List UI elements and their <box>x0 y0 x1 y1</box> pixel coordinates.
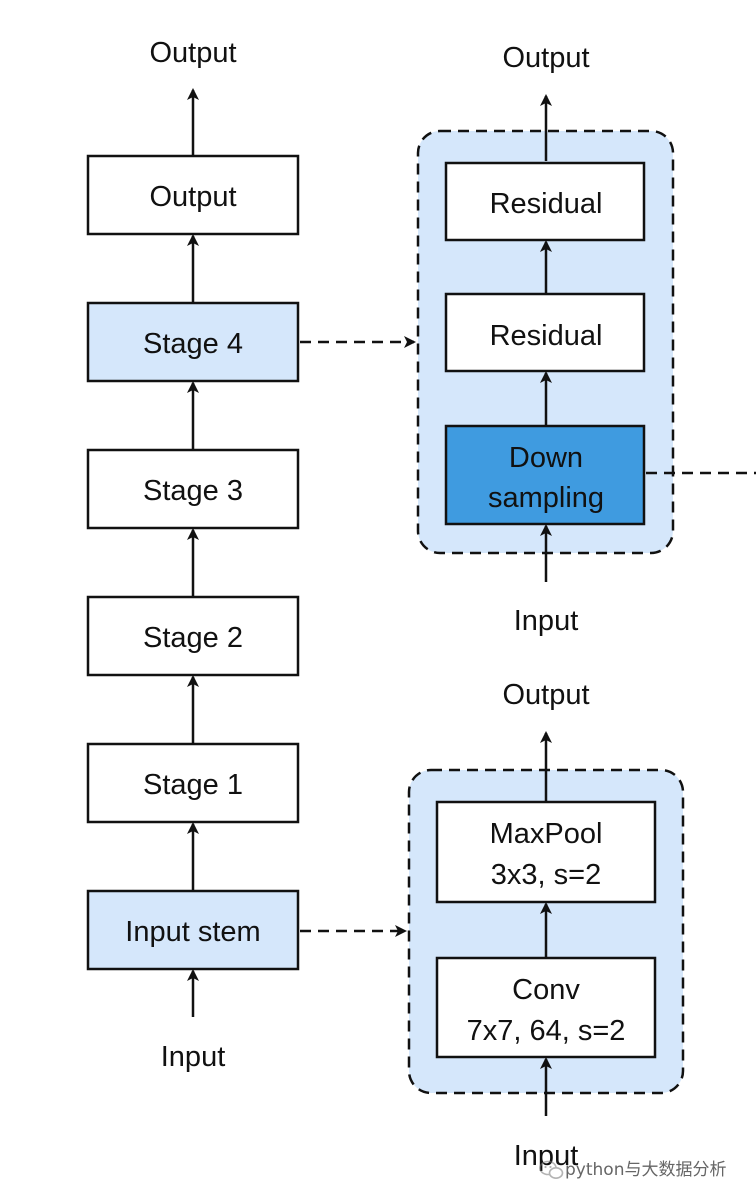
stage1-label: Stage 1 <box>143 769 243 801</box>
stage4-label: Stage 4 <box>143 328 243 360</box>
stage2-label: Stage 2 <box>143 622 243 654</box>
stem-detail: Output MaxPool 3x3, s=2 Conv 7x7, 64, s=… <box>407 679 685 1172</box>
watermark: python与大数据分析 <box>539 1160 726 1180</box>
maxpool-label-line2: 3x3, s=2 <box>491 859 601 891</box>
residual-top-block <box>444 161 646 242</box>
stem-detail-output-label: Output <box>502 679 589 711</box>
conv-block <box>435 956 657 1059</box>
downsampling-label-line2: sampling <box>488 482 604 514</box>
residual-bottom-label: Residual <box>490 320 603 352</box>
stage4-block <box>86 301 300 383</box>
downsampling-label-line1: Down <box>509 442 583 474</box>
main-chain: Output Output Stage 4 Stage 3 Stage 2 St… <box>86 37 300 1073</box>
stage3-block <box>86 448 300 530</box>
input-stem-block <box>86 889 300 971</box>
stage1-block <box>86 742 300 824</box>
input-stem-label: Input stem <box>125 916 260 948</box>
wechat-icon <box>539 1160 564 1179</box>
stage3-label: Stage 3 <box>143 475 243 507</box>
conv-label-line1: Conv <box>512 974 580 1006</box>
downsampling-block <box>444 424 646 526</box>
output-block-label: Output <box>149 181 236 213</box>
stage-detail-output-label: Output <box>502 42 589 74</box>
stage-detail-input-label: Input <box>514 605 579 637</box>
maxpool-block <box>435 800 657 904</box>
maxpool-label-line1: MaxPool <box>490 818 603 850</box>
stage2-block <box>86 595 300 677</box>
main-input-label: Input <box>161 1041 226 1073</box>
conv-label-line2: 7x7, 64, s=2 <box>467 1015 626 1047</box>
residual-top-label: Residual <box>490 188 603 220</box>
stage-detail: Output Residual Residual Down sampling I… <box>416 42 756 637</box>
main-output-label: Output <box>149 37 236 69</box>
watermark-text: python与大数据分析 <box>565 1160 726 1180</box>
